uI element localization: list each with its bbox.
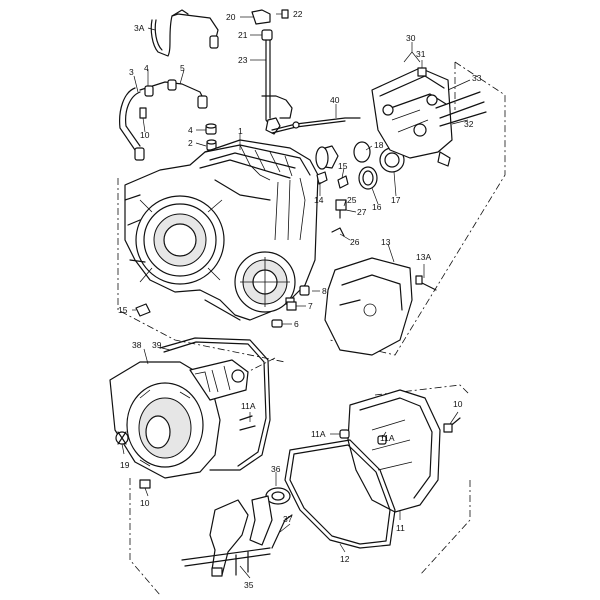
- hose-3a: [150, 9, 219, 57]
- callout-31: 31: [416, 49, 426, 59]
- callout-13: 13: [381, 237, 391, 247]
- sensor-assembly: [251, 9, 293, 135]
- callout-7: 7: [308, 301, 313, 311]
- callout-15-right: 15: [338, 161, 348, 171]
- callout-11: 11: [396, 523, 405, 533]
- callout-20: 20: [226, 12, 236, 22]
- callout-18: 18: [374, 140, 384, 150]
- side-cover-11: [339, 389, 461, 513]
- callout-25: 25: [347, 195, 357, 205]
- callout-23: 23: [238, 55, 248, 65]
- leader-lines: [121, 13, 471, 579]
- callout-5: 5: [180, 63, 185, 73]
- callout-33: 33: [472, 73, 482, 83]
- callout-11a-mid: 11A: [311, 429, 326, 439]
- callout-10-right: 10: [453, 399, 463, 409]
- callout-16: 16: [372, 202, 382, 212]
- callout-11a-right: 11A: [380, 433, 395, 443]
- callout-13a: 13A: [416, 252, 432, 262]
- callout-14: 14: [314, 195, 324, 205]
- cover-plate-13: [324, 257, 437, 356]
- callout-38: 38: [132, 340, 142, 350]
- callout-26: 26: [350, 237, 360, 247]
- callout-2: 2: [188, 138, 193, 148]
- rear-housing-38: [109, 359, 256, 489]
- gasket-12: [284, 439, 396, 549]
- hose-3-5: [119, 79, 208, 161]
- callout-10-bottom: 10: [140, 498, 150, 508]
- callout-40: 40: [330, 95, 340, 105]
- seals-and-bolts: [315, 141, 405, 237]
- fasteners-left: [135, 285, 310, 328]
- callout-27: 27: [357, 207, 367, 217]
- callout-3: 3: [129, 67, 134, 77]
- callout-17: 17: [391, 195, 401, 205]
- callout-39: 39: [152, 340, 162, 350]
- callout-12: 12: [340, 554, 350, 564]
- callout-1: 1: [238, 126, 243, 136]
- callout-30: 30: [406, 33, 416, 43]
- callout-32: 32: [464, 119, 474, 129]
- cable-40: [271, 117, 361, 134]
- callout-3a: 3A: [134, 23, 145, 33]
- mechatronic-unit: [371, 67, 487, 167]
- gasket-39: [159, 337, 271, 471]
- callout-21: 21: [238, 30, 248, 40]
- callout-8: 8: [322, 286, 327, 296]
- callout-35: 35: [244, 580, 254, 590]
- callout-36: 36: [271, 464, 281, 474]
- seal-36: [265, 487, 291, 505]
- shift-mechanism-35: [181, 495, 293, 577]
- callout-6: 6: [294, 319, 299, 329]
- callout-22: 22: [293, 9, 303, 19]
- callout-11a-left: 11A: [241, 401, 256, 411]
- callout-37: 37: [283, 514, 293, 524]
- transmission-housing: [124, 139, 319, 321]
- callout-19: 19: [120, 460, 130, 470]
- callout-10-top: 10: [140, 130, 150, 140]
- callout-15-left: 15: [118, 305, 128, 315]
- callout-4-top: 4: [144, 63, 149, 73]
- callout-4: 4: [188, 125, 193, 135]
- cap-4-and-2: [205, 123, 217, 151]
